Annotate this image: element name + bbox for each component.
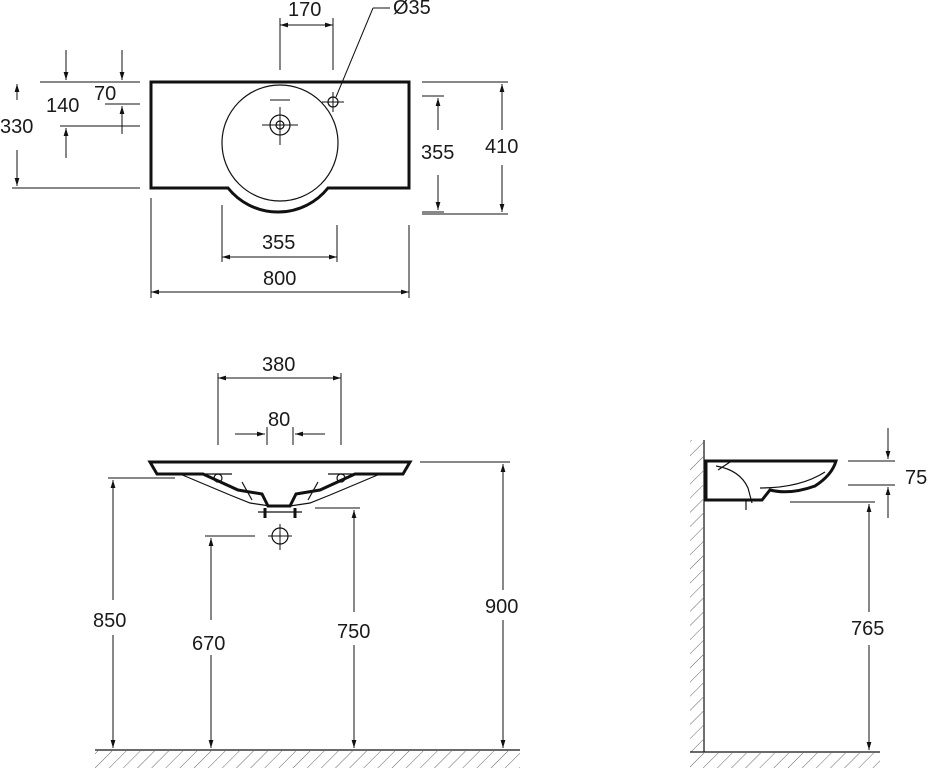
- dim-70-label: 70: [94, 83, 116, 105]
- dim-410-label: 410: [485, 136, 518, 158]
- wall-hatch: [690, 440, 704, 752]
- dim-900-label: 900: [485, 596, 518, 618]
- side-floor-hatch: [690, 753, 880, 768]
- front-view: 380 80 850 670 750 900: [93, 354, 520, 768]
- dim-850-label: 850: [93, 610, 126, 632]
- dim-355-bottom-label: 355: [262, 232, 295, 254]
- dim-75-label: 75: [905, 467, 927, 489]
- dim-330-label: 330: [0, 116, 33, 138]
- dim-170-label: 170: [288, 0, 321, 21]
- dim-140-label: 140: [46, 95, 79, 117]
- dim-355-right-label: 355: [421, 142, 454, 164]
- dim-750-label: 750: [337, 621, 370, 643]
- side-view: 75 765: [690, 428, 927, 768]
- dim-dia35-label: Ø35: [393, 0, 431, 19]
- basin-front-outline: [147, 460, 413, 508]
- dim-765-label: 765: [851, 618, 884, 640]
- floor-hatch: [95, 751, 520, 768]
- dim-670-label: 670: [192, 633, 225, 655]
- dim-80-label: 80: [268, 409, 290, 431]
- dim-380-label: 380: [262, 354, 295, 376]
- basin-top-outline: [149, 80, 411, 214]
- top-view: 170 Ø35 140 70 330 355 410: [0, 0, 518, 298]
- dim-800-label: 800: [263, 268, 296, 290]
- bowl-circle: [221, 84, 339, 202]
- basin-side-outline: [704, 459, 838, 502]
